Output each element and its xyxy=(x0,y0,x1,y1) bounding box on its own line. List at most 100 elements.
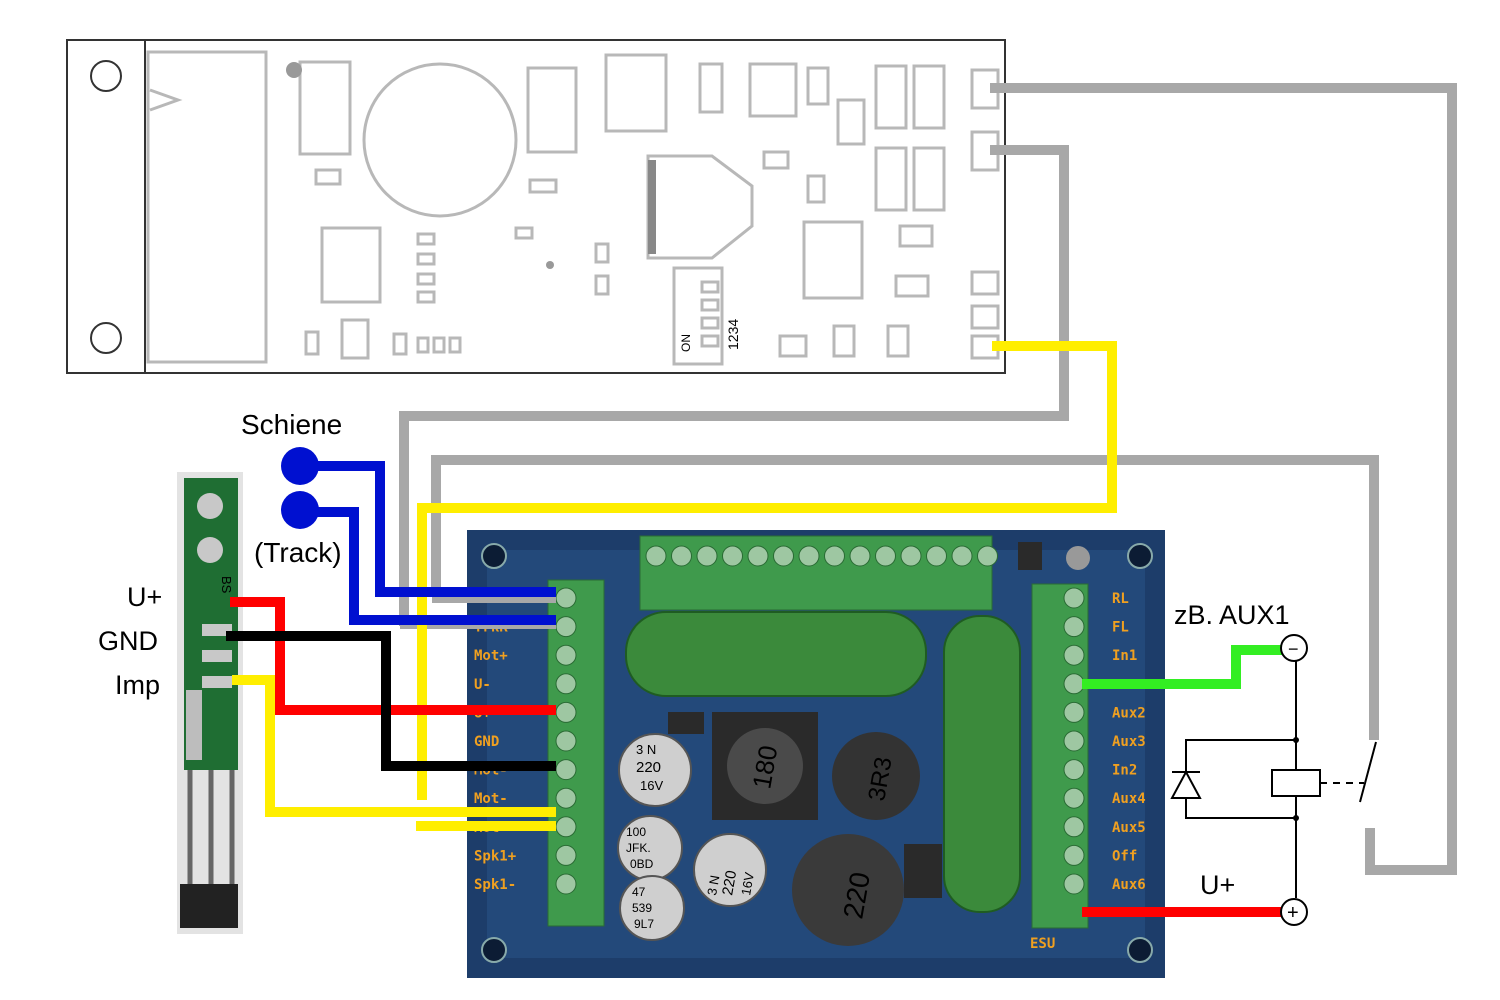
terminal-screw-icon xyxy=(645,545,667,567)
cap-line: 100 xyxy=(626,825,646,839)
sensor-solder-pad xyxy=(202,650,232,662)
pcb-component xyxy=(432,336,446,354)
ic-chip xyxy=(668,712,704,734)
junction xyxy=(1293,815,1299,821)
decoder-board: TrkLTrkRMot+U-U+GNDMot-Mot-Mot-Spk1+Spk1… xyxy=(467,530,1165,978)
track-wire-2 xyxy=(302,507,556,625)
decoder-pin-label: In1 xyxy=(1112,648,1137,664)
terminal-screw-icon xyxy=(555,873,577,895)
pcb-component xyxy=(806,174,826,204)
pcb-component xyxy=(314,168,342,186)
dip-switch-numbers: 1234 xyxy=(725,319,741,350)
choke-round xyxy=(832,732,920,820)
decoder-pin-label: Mot+ xyxy=(474,648,508,664)
track-terminal-icon xyxy=(281,491,319,529)
left-terminal-strip xyxy=(547,579,605,927)
electrolytic-cap: 3 N 220 16V xyxy=(693,833,767,907)
decoder-pin-label: Spk1- xyxy=(474,877,516,893)
ic-chip xyxy=(1018,542,1042,570)
decoder-pin-label: Aux3 xyxy=(1112,734,1146,750)
cap-line: JFK. xyxy=(626,841,651,855)
pcb-component xyxy=(874,146,908,212)
terminal-screw-icon xyxy=(1063,816,1085,838)
cap-line: 9L7 xyxy=(634,917,654,931)
electrolytic-cap: 3 N 220 16V xyxy=(618,733,692,807)
terminal-screw-icon xyxy=(926,545,947,567)
terminal-screw-icon xyxy=(977,545,998,567)
plus-terminal-sign: + xyxy=(1287,902,1299,924)
decoder-pin-label: In2 xyxy=(1112,763,1137,779)
ic-chip xyxy=(904,844,942,898)
choke-core xyxy=(727,728,803,804)
pcb-component xyxy=(340,318,370,360)
pcb-pad xyxy=(970,304,1000,330)
cap-line: 220 xyxy=(636,759,661,776)
yellow-wire-top xyxy=(417,341,1117,800)
terminal-screw-icon xyxy=(1063,759,1085,781)
pcb-component xyxy=(416,252,436,266)
terminal-screw-icon xyxy=(1063,673,1085,695)
pcb-component xyxy=(526,66,578,154)
pcb-component xyxy=(912,146,946,212)
sensor-component xyxy=(186,690,202,760)
terminal-screw-icon xyxy=(747,545,769,567)
relay-wires xyxy=(1082,645,1282,917)
decoder-pin-label: Off xyxy=(1112,848,1137,864)
pcb-component xyxy=(698,62,724,114)
gray-wire-relay xyxy=(990,83,1457,875)
cap-line: 3 N xyxy=(636,742,656,757)
decoder-pin-label: FL xyxy=(1112,620,1129,636)
pcb-component xyxy=(594,242,610,264)
capacitor-horizontal xyxy=(625,611,927,697)
pcb-component xyxy=(748,62,798,118)
relay-u-plus-label: U+ xyxy=(1200,870,1235,900)
terminal-screw-icon xyxy=(555,587,577,609)
plus-terminal-icon xyxy=(1280,898,1308,926)
terminal-screw-icon xyxy=(555,759,577,781)
terminal-screw-icon xyxy=(555,616,577,638)
pcb-component xyxy=(594,274,610,296)
minus-terminal-icon xyxy=(1280,634,1308,662)
decoder-pin-label: U- xyxy=(474,677,491,693)
decoder-pin-label: Aux2 xyxy=(1112,705,1146,721)
cap-line: 220 xyxy=(719,869,740,897)
choke-large xyxy=(792,834,904,946)
pcb-component xyxy=(514,226,534,240)
relay-coil-icon xyxy=(1271,769,1321,797)
decoder-pin-label: Mot- xyxy=(474,791,508,807)
component-round xyxy=(1066,546,1090,570)
pcb-component xyxy=(832,324,856,358)
terminal-screw-icon xyxy=(555,701,577,723)
pcb-component xyxy=(762,150,790,170)
pcb-component xyxy=(298,60,352,156)
green-wire-aux xyxy=(1082,645,1282,689)
pcb-component xyxy=(304,330,320,356)
decoder-pin-label: Aux6 xyxy=(1112,877,1146,893)
pcb-component xyxy=(886,324,910,358)
sensor-wires xyxy=(226,597,556,771)
pcb-component xyxy=(416,232,436,246)
pcb-component xyxy=(894,274,930,298)
terminal-screw-icon xyxy=(875,545,896,567)
connector-outline xyxy=(146,50,268,364)
terminal-screw-icon xyxy=(722,545,743,567)
pcb-component xyxy=(392,332,408,356)
pcb-component xyxy=(874,64,908,130)
mount-hole-icon xyxy=(90,322,122,354)
top-pcb-outline xyxy=(66,39,1006,374)
cap-line: 3 N xyxy=(704,874,722,897)
terminal-screw-icon xyxy=(555,644,577,666)
track-terminal-icon xyxy=(281,447,319,485)
terminal-screw-icon xyxy=(824,545,845,567)
terminal-screw-icon xyxy=(1063,587,1085,609)
sensor-pad-icon xyxy=(197,493,223,519)
pcb-component xyxy=(528,178,558,194)
dip-slot xyxy=(700,298,720,312)
red-wire-sensor xyxy=(230,597,556,715)
dip-switch xyxy=(672,266,724,366)
track-label: (Track) xyxy=(254,537,342,568)
terminal-screw-icon xyxy=(1063,644,1085,666)
dip-slot xyxy=(700,280,720,294)
decoder-pin-label: GND xyxy=(474,734,499,750)
